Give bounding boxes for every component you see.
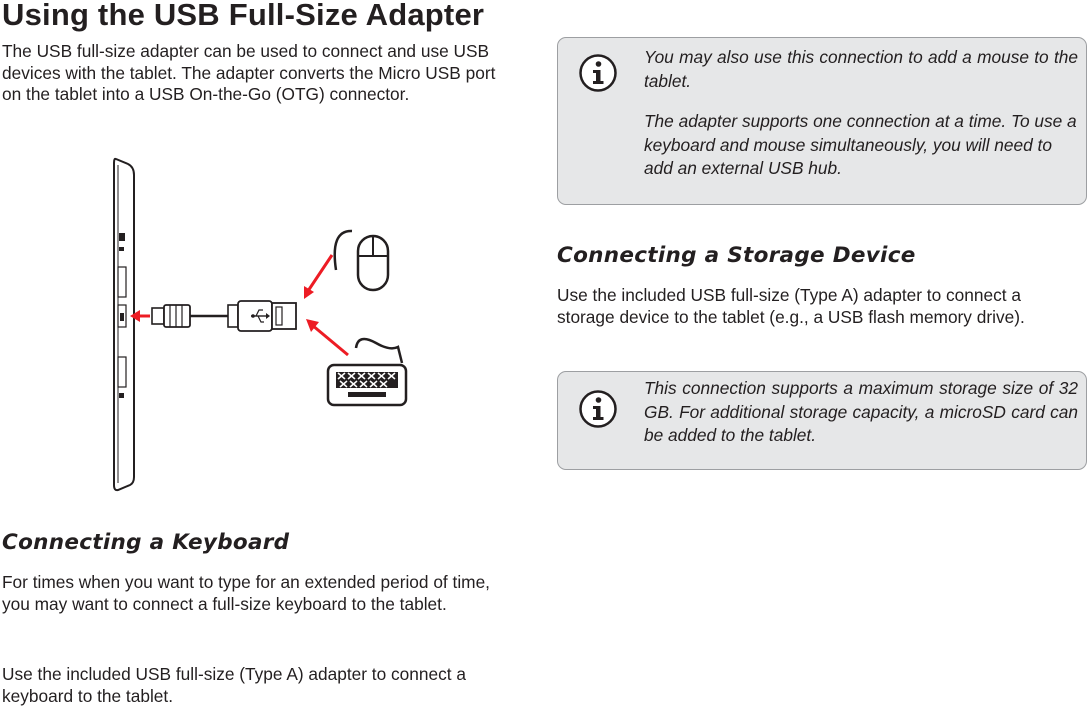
keyboard-icon (326, 337, 408, 407)
note-storage-text: This connection supports a maximum stora… (644, 378, 1078, 445)
usb-connection-diagram (108, 155, 438, 495)
diagram-svg (113, 157, 408, 492)
storage-heading: Connecting a Storage Device (557, 243, 916, 268)
keyboard-paragraph-1: For times when you want to type for an e… (2, 572, 490, 614)
tablet-illustration (113, 157, 135, 492)
usb-adapter-icon (151, 300, 297, 332)
page-title: Using the USB Full-Size Adapter (2, 0, 485, 32)
storage-paragraph: Use the included USB full-size (Type A) … (557, 285, 1025, 327)
keyboard-heading: Connecting a Keyboard (2, 530, 290, 555)
keyboard-arrow (306, 319, 349, 357)
intro-paragraph: The USB full-size adapter can be used to… (2, 41, 496, 104)
info-icon (579, 390, 617, 428)
note-box-storage: This connection supports a maximum stora… (557, 371, 1087, 470)
keyboard-paragraph-2: Use the included USB full-size (Type A) … (2, 664, 466, 706)
note-hub-text: The adapter supports one connection at a… (644, 111, 1077, 178)
insert-arrow (130, 310, 150, 322)
mouse-arrow (304, 254, 334, 299)
mouse-icon (333, 229, 390, 292)
info-icon (579, 54, 617, 92)
note-box-mouse: You may also use this connection to add … (557, 37, 1087, 205)
note-mouse-text: You may also use this connection to add … (644, 47, 1078, 91)
